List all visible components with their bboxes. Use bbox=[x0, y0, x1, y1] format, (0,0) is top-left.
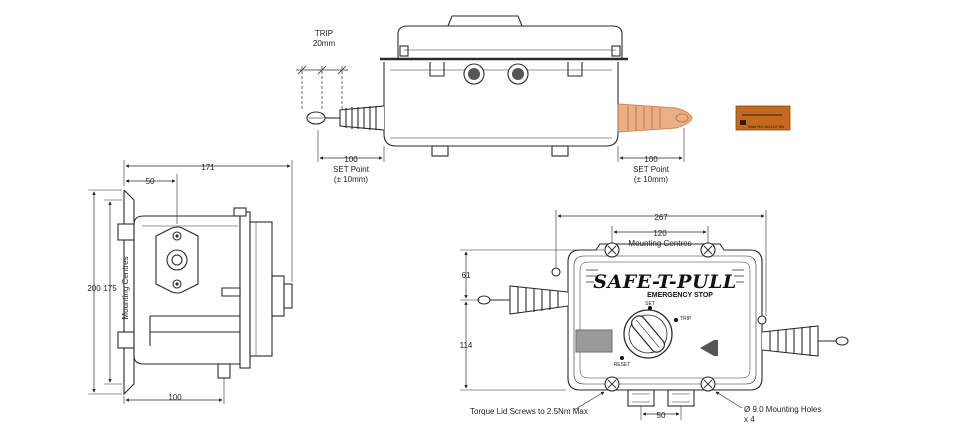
front-dim-bottom: 50 bbox=[657, 411, 666, 420]
side-mount-label: Mounting Centres bbox=[121, 256, 130, 319]
bottom-gland-right bbox=[667, 389, 695, 407]
side-dim-mount: 175 bbox=[103, 284, 117, 293]
side-dim-offset: 50 bbox=[146, 177, 155, 186]
switch-set-label: SET bbox=[645, 301, 655, 307]
top-left-dim-note-1: SET Point bbox=[333, 165, 370, 174]
top-view bbox=[296, 15, 693, 162]
switch-trip-label: TRIP bbox=[680, 316, 692, 322]
brand-name: SAFE-T-PULL bbox=[593, 271, 736, 293]
brand-subtitle: EMERGENCY STOP bbox=[647, 292, 713, 299]
orange-tag: Wire Rd. ADJ-07 B9 bbox=[735, 105, 791, 131]
label-plate bbox=[575, 329, 613, 353]
front-left-bellows bbox=[509, 285, 569, 315]
lid-cap bbox=[447, 15, 523, 27]
side-view bbox=[88, 160, 293, 404]
top-left-dim-note-2: (± 10mm) bbox=[334, 175, 369, 184]
front-dim-lower: 114 bbox=[460, 341, 473, 350]
top-left-dim: 100 bbox=[344, 155, 358, 164]
holes-note-2: x 4 bbox=[744, 415, 755, 424]
top-right-dim: 100 bbox=[644, 155, 658, 164]
tag-text: Wire Rd. ADJ-07 B9 bbox=[748, 124, 785, 129]
mount-hole-left-icon bbox=[551, 267, 561, 277]
front-centres-label: Mounting Centres bbox=[628, 239, 691, 248]
front-dim-width: 267 bbox=[654, 213, 668, 222]
top-right-dim-note-2: (± 10mm) bbox=[634, 175, 669, 184]
mount-hole-right-icon bbox=[757, 315, 767, 325]
side-dim-width: 171 bbox=[201, 163, 215, 172]
trip-value: 20mm bbox=[313, 39, 336, 48]
holes-note-1: Ø 9.0 Mounting Holes bbox=[744, 405, 821, 414]
enclosure-body bbox=[383, 62, 619, 147]
direction-arrow-icon bbox=[700, 340, 718, 356]
screws-note: Torque Lid Screws to 2.5Nm Max bbox=[470, 407, 588, 416]
lid bbox=[397, 25, 623, 58]
side-dim-bottom: 100 bbox=[168, 393, 182, 402]
front-dim-centres: 120 bbox=[653, 229, 667, 238]
top-right-dim-note-1: SET Point bbox=[633, 165, 670, 174]
left-bellows bbox=[339, 105, 385, 131]
side-dim-height: 200 bbox=[87, 284, 101, 293]
front-dim-upper: 61 bbox=[462, 271, 471, 280]
right-bellows-highlight bbox=[617, 103, 693, 133]
switch-reset-label: RESET bbox=[614, 362, 631, 368]
trip-label: TRIP bbox=[315, 29, 333, 38]
bottom-gland-left bbox=[627, 389, 655, 407]
front-right-bellows bbox=[761, 325, 819, 357]
front-view bbox=[460, 210, 849, 420]
